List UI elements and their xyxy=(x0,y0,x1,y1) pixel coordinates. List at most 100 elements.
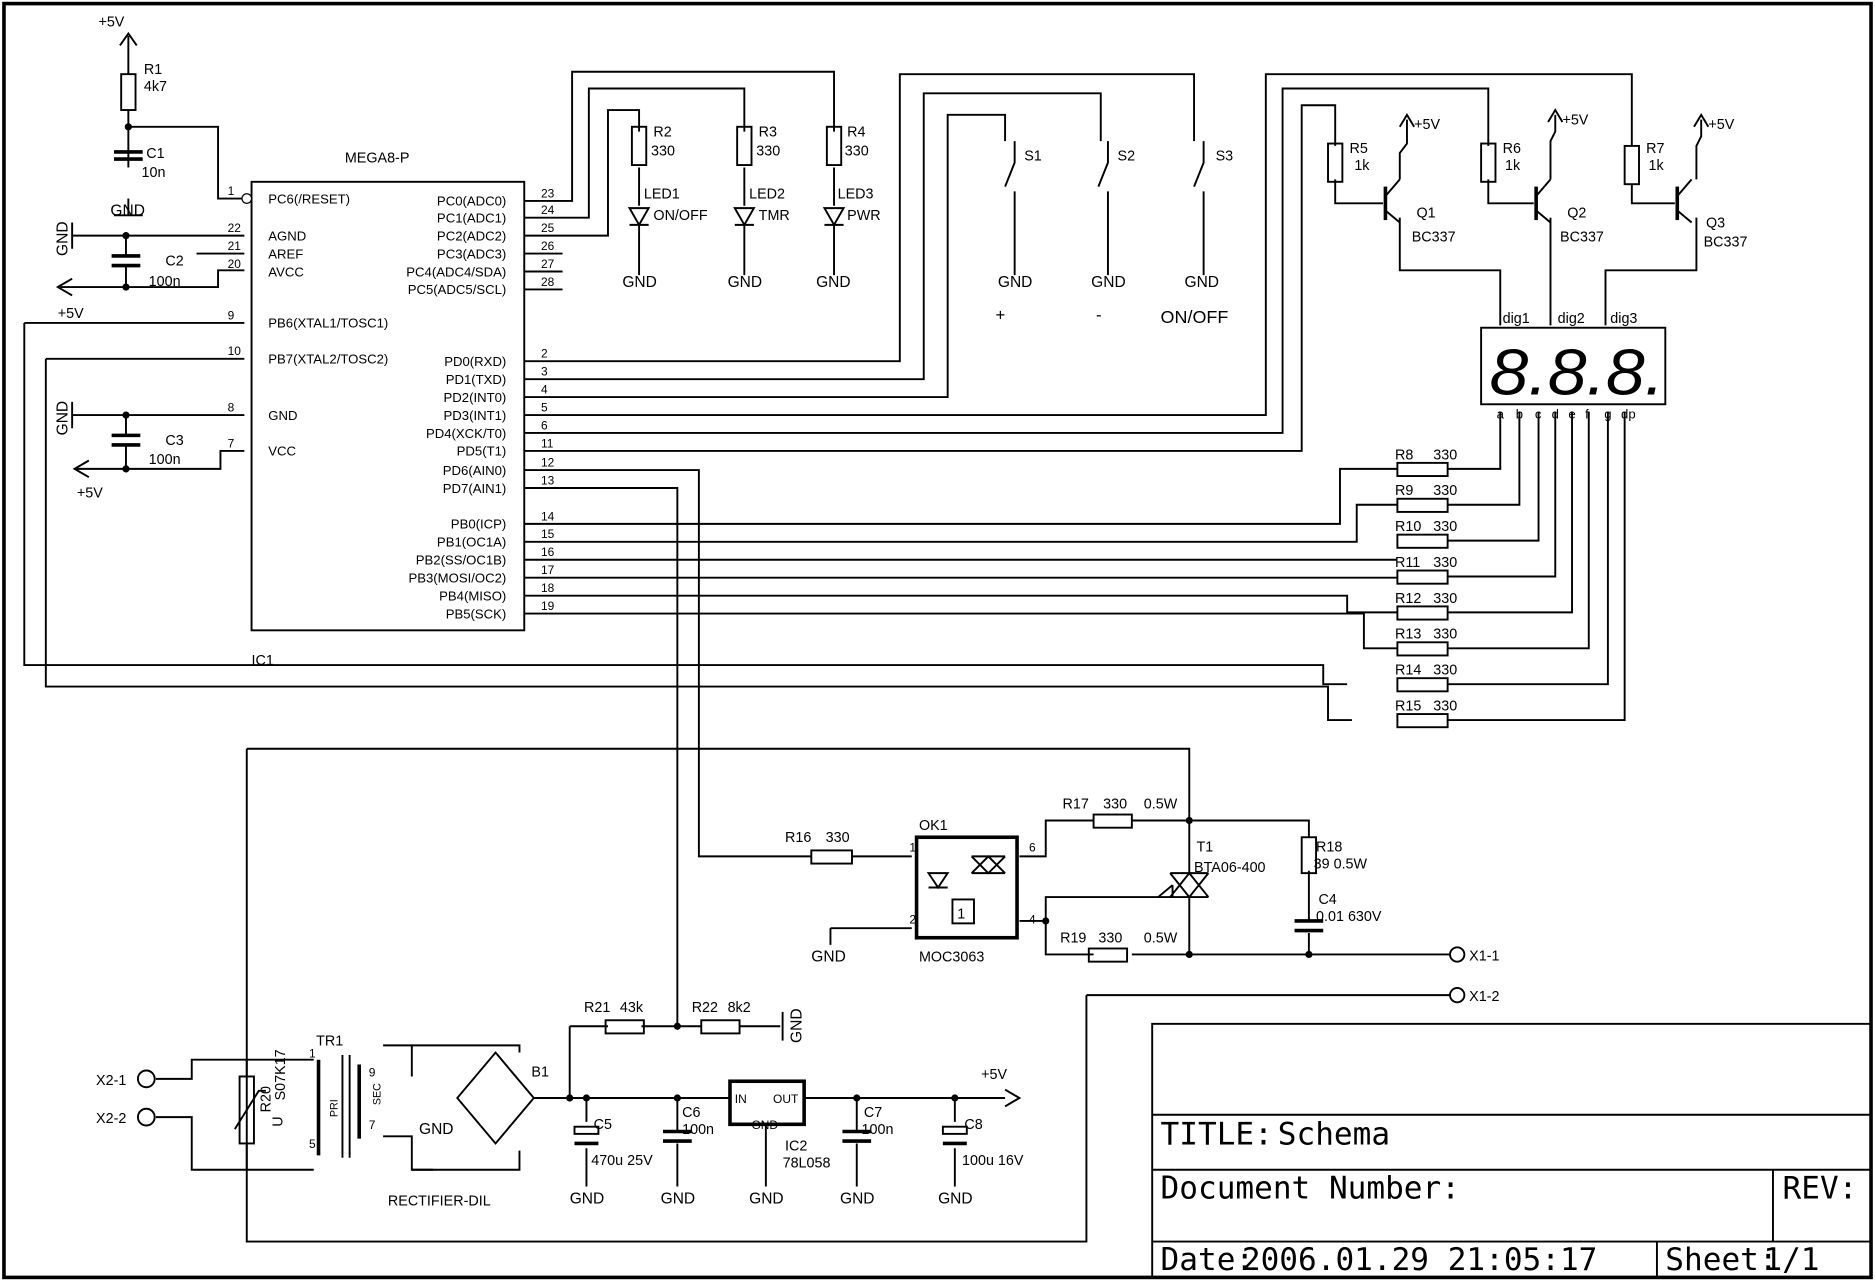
gnd8-label: GND xyxy=(54,401,71,436)
ic1-pin-number: 1 xyxy=(228,184,235,198)
c6-ref: C6 xyxy=(682,1105,700,1121)
ic1-pin-name: PD6(AIN0) xyxy=(443,463,507,478)
r22-resistor xyxy=(700,1019,741,1035)
r5-ref: R5 xyxy=(1350,141,1368,157)
r20-ref: R20 xyxy=(259,1086,275,1112)
r21-ref: R21 xyxy=(584,1000,610,1016)
segment-resistor xyxy=(1396,461,1449,477)
tr1-pin7: 7 xyxy=(369,1118,376,1132)
q1-supply-label: +5V xyxy=(1414,117,1440,133)
q2-supply-label: +5V xyxy=(1562,112,1588,128)
segment-resistor xyxy=(1396,713,1449,729)
r7-resistor xyxy=(1623,144,1640,186)
ic1-mega8: MEGA8-P IC1 1PC6(/RESET)22AGND21AREF20AV… xyxy=(228,151,555,669)
r18-ref: R18 xyxy=(1316,840,1342,856)
tr1-pin9: 9 xyxy=(369,1065,376,1079)
r20-symbol: U xyxy=(271,1116,287,1126)
ic1-pin-number: 2 xyxy=(541,347,548,361)
r7-ref: R7 xyxy=(1646,141,1664,157)
x2-2-terminal xyxy=(136,1107,156,1127)
display-segment-label: c xyxy=(1535,407,1542,422)
c2-capacitor xyxy=(111,254,141,268)
s1-ref: S1 xyxy=(1024,148,1042,164)
ic1-pin-number: 7 xyxy=(228,436,235,450)
tr1-pri: PRI xyxy=(329,1099,341,1117)
junctions xyxy=(122,123,1313,1102)
ic1-pin-number: 17 xyxy=(541,563,555,577)
ic1-pin-number: 6 xyxy=(541,418,548,432)
r17-value: 330 xyxy=(1103,797,1127,813)
ic1-value: MEGA8-P xyxy=(345,151,410,167)
segment-resistor-ref: R13 xyxy=(1395,627,1421,643)
ic1-pin-name: PB1(OC1A) xyxy=(437,535,506,550)
segment-resistor-ref: R11 xyxy=(1395,555,1420,571)
ic1-pin-name: PB4(MISO) xyxy=(439,588,506,603)
c2-ref: C2 xyxy=(165,254,183,270)
c4-value: 0.01 630V xyxy=(1316,909,1382,925)
r6-resistor xyxy=(1480,142,1497,183)
c6-value: 100n xyxy=(682,1122,714,1138)
r6-value: 1k xyxy=(1505,158,1521,174)
ic2-regulator xyxy=(728,1079,806,1127)
ic1-pin-name: PD2(INT0) xyxy=(444,390,507,405)
b1-gnd-label: GND xyxy=(419,1121,454,1138)
ic1-pin-number: 18 xyxy=(541,581,555,595)
ic2-in: IN xyxy=(735,1092,747,1106)
t1-triac-symbol xyxy=(1157,871,1210,899)
s2-caption: - xyxy=(1096,306,1102,325)
r2-ref: R2 xyxy=(653,124,671,140)
ic1-pin-name: PD0(RXD) xyxy=(444,354,506,369)
ic1-pin-number: 11 xyxy=(541,436,554,450)
r16-resistor xyxy=(810,849,853,865)
r1-resistor xyxy=(120,73,137,111)
r16-value: 330 xyxy=(826,830,850,846)
x2-1-label: X2-1 xyxy=(96,1073,126,1089)
ic1-pin-number: 21 xyxy=(228,239,242,253)
ic1-pin-name: PB0(ICP) xyxy=(451,517,507,532)
c6-capacitor xyxy=(663,1129,692,1143)
display-segment-label: b xyxy=(1516,407,1523,422)
segment-resistor xyxy=(1396,497,1449,513)
r20-varistor xyxy=(238,1075,255,1145)
c5-ref: C5 xyxy=(594,1117,612,1133)
x1-2-terminal xyxy=(1449,987,1466,1004)
display-digit-label: dig3 xyxy=(1610,311,1637,327)
r18-resistor xyxy=(1300,836,1318,875)
wires xyxy=(23,35,1703,1243)
segment-resistor-ref: R14 xyxy=(1395,663,1421,679)
power-supply: X2-1 X2-2 R20 S07K17 U TR1 PRI SEC 1 5 9… xyxy=(96,1000,1024,1210)
ic1-pin-name: PC2(ADC2) xyxy=(437,228,506,243)
s1-caption: + xyxy=(996,306,1006,325)
r4-value: 330 xyxy=(845,143,869,159)
led3-symbol xyxy=(822,207,846,227)
c5-value: 470u 25V xyxy=(591,1153,653,1169)
segment-resistor xyxy=(1396,569,1449,585)
ic1-pin-name: PC4(ADC4/SDA) xyxy=(406,264,506,279)
led2-ref: LED2 xyxy=(749,187,785,203)
segment-resistor xyxy=(1396,605,1449,621)
r21-resistor xyxy=(604,1019,645,1035)
r4-ref: R4 xyxy=(847,124,865,140)
display-segment-label: d xyxy=(1552,407,1559,422)
ic2-gnd-label: GND xyxy=(749,1190,784,1207)
led1-symbol xyxy=(627,207,651,227)
c1-ref: C1 xyxy=(146,146,164,162)
s2-ref: S2 xyxy=(1118,148,1136,164)
avcc-supply-arrow xyxy=(55,277,73,297)
ic1-pin-name: PD7(AIN1) xyxy=(443,481,507,496)
s2-gnd-label: GND xyxy=(1091,274,1126,291)
ic1-pin-number: 13 xyxy=(541,473,555,487)
c3-value: 100n xyxy=(149,452,181,468)
segment-resistor-value: 330 xyxy=(1433,447,1457,463)
segment-resistor xyxy=(1396,677,1449,693)
x1-1-terminal xyxy=(1449,946,1466,963)
led3-value: PWR xyxy=(847,208,880,224)
r2-resistor xyxy=(630,125,648,167)
tr1-core xyxy=(341,1054,351,1158)
ic1-pin-name: PB2(SS/OC1B) xyxy=(416,553,507,568)
ic1-pin-number: 15 xyxy=(541,527,555,541)
segment-resistor-ref: R8 xyxy=(1395,447,1413,463)
